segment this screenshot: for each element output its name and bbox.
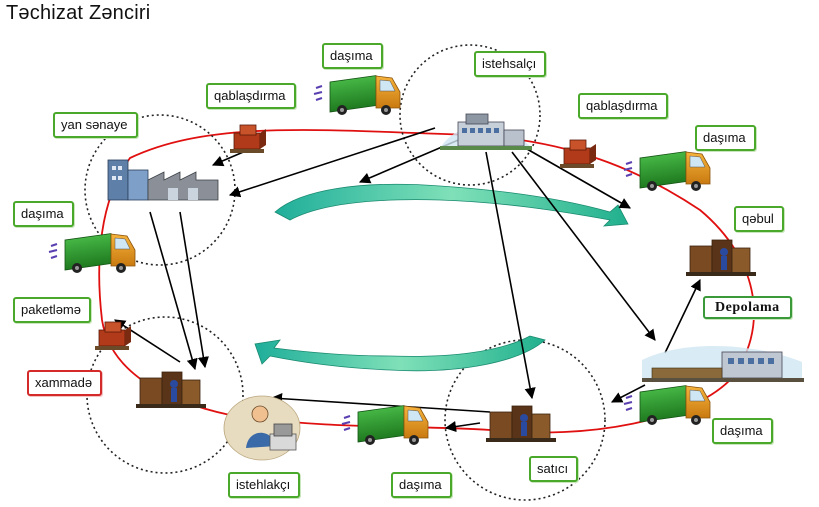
consumer-figure [223,395,301,461]
region-circle-xammade [86,316,244,474]
truck-bottom-right [623,384,711,426]
boxes-top-left [229,124,267,154]
label-xammade: xammadə [27,370,103,396]
warehouse-satici [485,405,557,443]
label-satici: satıcı [529,456,579,482]
label-dasima-top-right: daşıma [695,125,756,151]
factory-depolama [642,345,804,382]
label-dasima-bottom: daşıma [391,472,452,498]
label-istehsalci: istehsalçı [474,51,547,77]
truck-left [48,232,136,274]
label-paketleme: paketləmə [13,297,91,323]
label-qablasdirma-left: qablaşdırma [206,83,296,109]
cycle-arrow-top [274,183,629,227]
label-dasima-top-left: daşıma [322,43,383,69]
factory-yan-senaye [107,159,219,201]
factory-istehsalci [440,113,532,150]
diagram-title: Təchizat Zənciri [6,2,151,24]
region-circle-istehsalci [399,44,541,186]
warehouse-xammade [135,371,207,409]
label-depolama: Depolama [703,296,792,319]
boxes-top-right [559,139,597,169]
truck-top-right [623,150,711,192]
cycle-arrow-bottom [254,335,546,372]
label-qebul: qəbul [734,206,784,232]
truck-top-left [313,74,401,116]
label-dasima-left: daşıma [13,201,74,227]
label-yan-senaye: yan sənaye [53,112,138,138]
flow-arrows [114,127,701,433]
label-dasima-bottom-right: daşıma [712,418,773,444]
warehouse-qebul [685,239,757,277]
label-istehlakci: istehlakçı [228,472,301,498]
label-qablasdirma-right: qablaşdırma [578,93,668,119]
